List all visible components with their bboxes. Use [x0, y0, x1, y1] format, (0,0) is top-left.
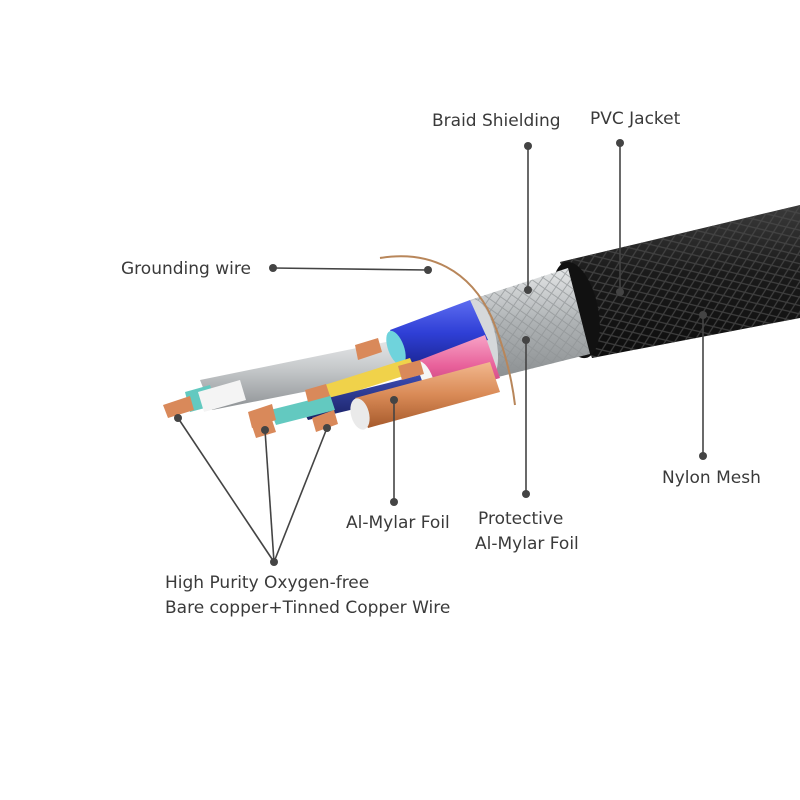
inner-conductors: [185, 300, 500, 430]
label-nylon-mesh: Nylon Mesh: [662, 468, 761, 488]
braid-shielding-layer: [465, 268, 590, 379]
label-pvc-jacket: PVC Jacket: [590, 109, 681, 129]
label-copper-line1: High Purity Oxygen-free: [165, 573, 370, 593]
grounding-wire-strand: [379, 255, 516, 406]
label-al-mylar-foil: Al-Mylar Foil: [346, 513, 450, 533]
label-protective-line1: Protective: [478, 509, 564, 529]
label-copper-line2: Bare copper+Tinned Copper Wire: [165, 598, 451, 618]
label-braid-shielding: Braid Shielding: [432, 111, 561, 131]
label-grounding-wire: Grounding wire: [121, 259, 251, 279]
label-protective-line2: Al-Mylar Foil: [475, 534, 579, 554]
copper-wire-tips: [163, 338, 424, 438]
leader-lines: [174, 139, 707, 566]
